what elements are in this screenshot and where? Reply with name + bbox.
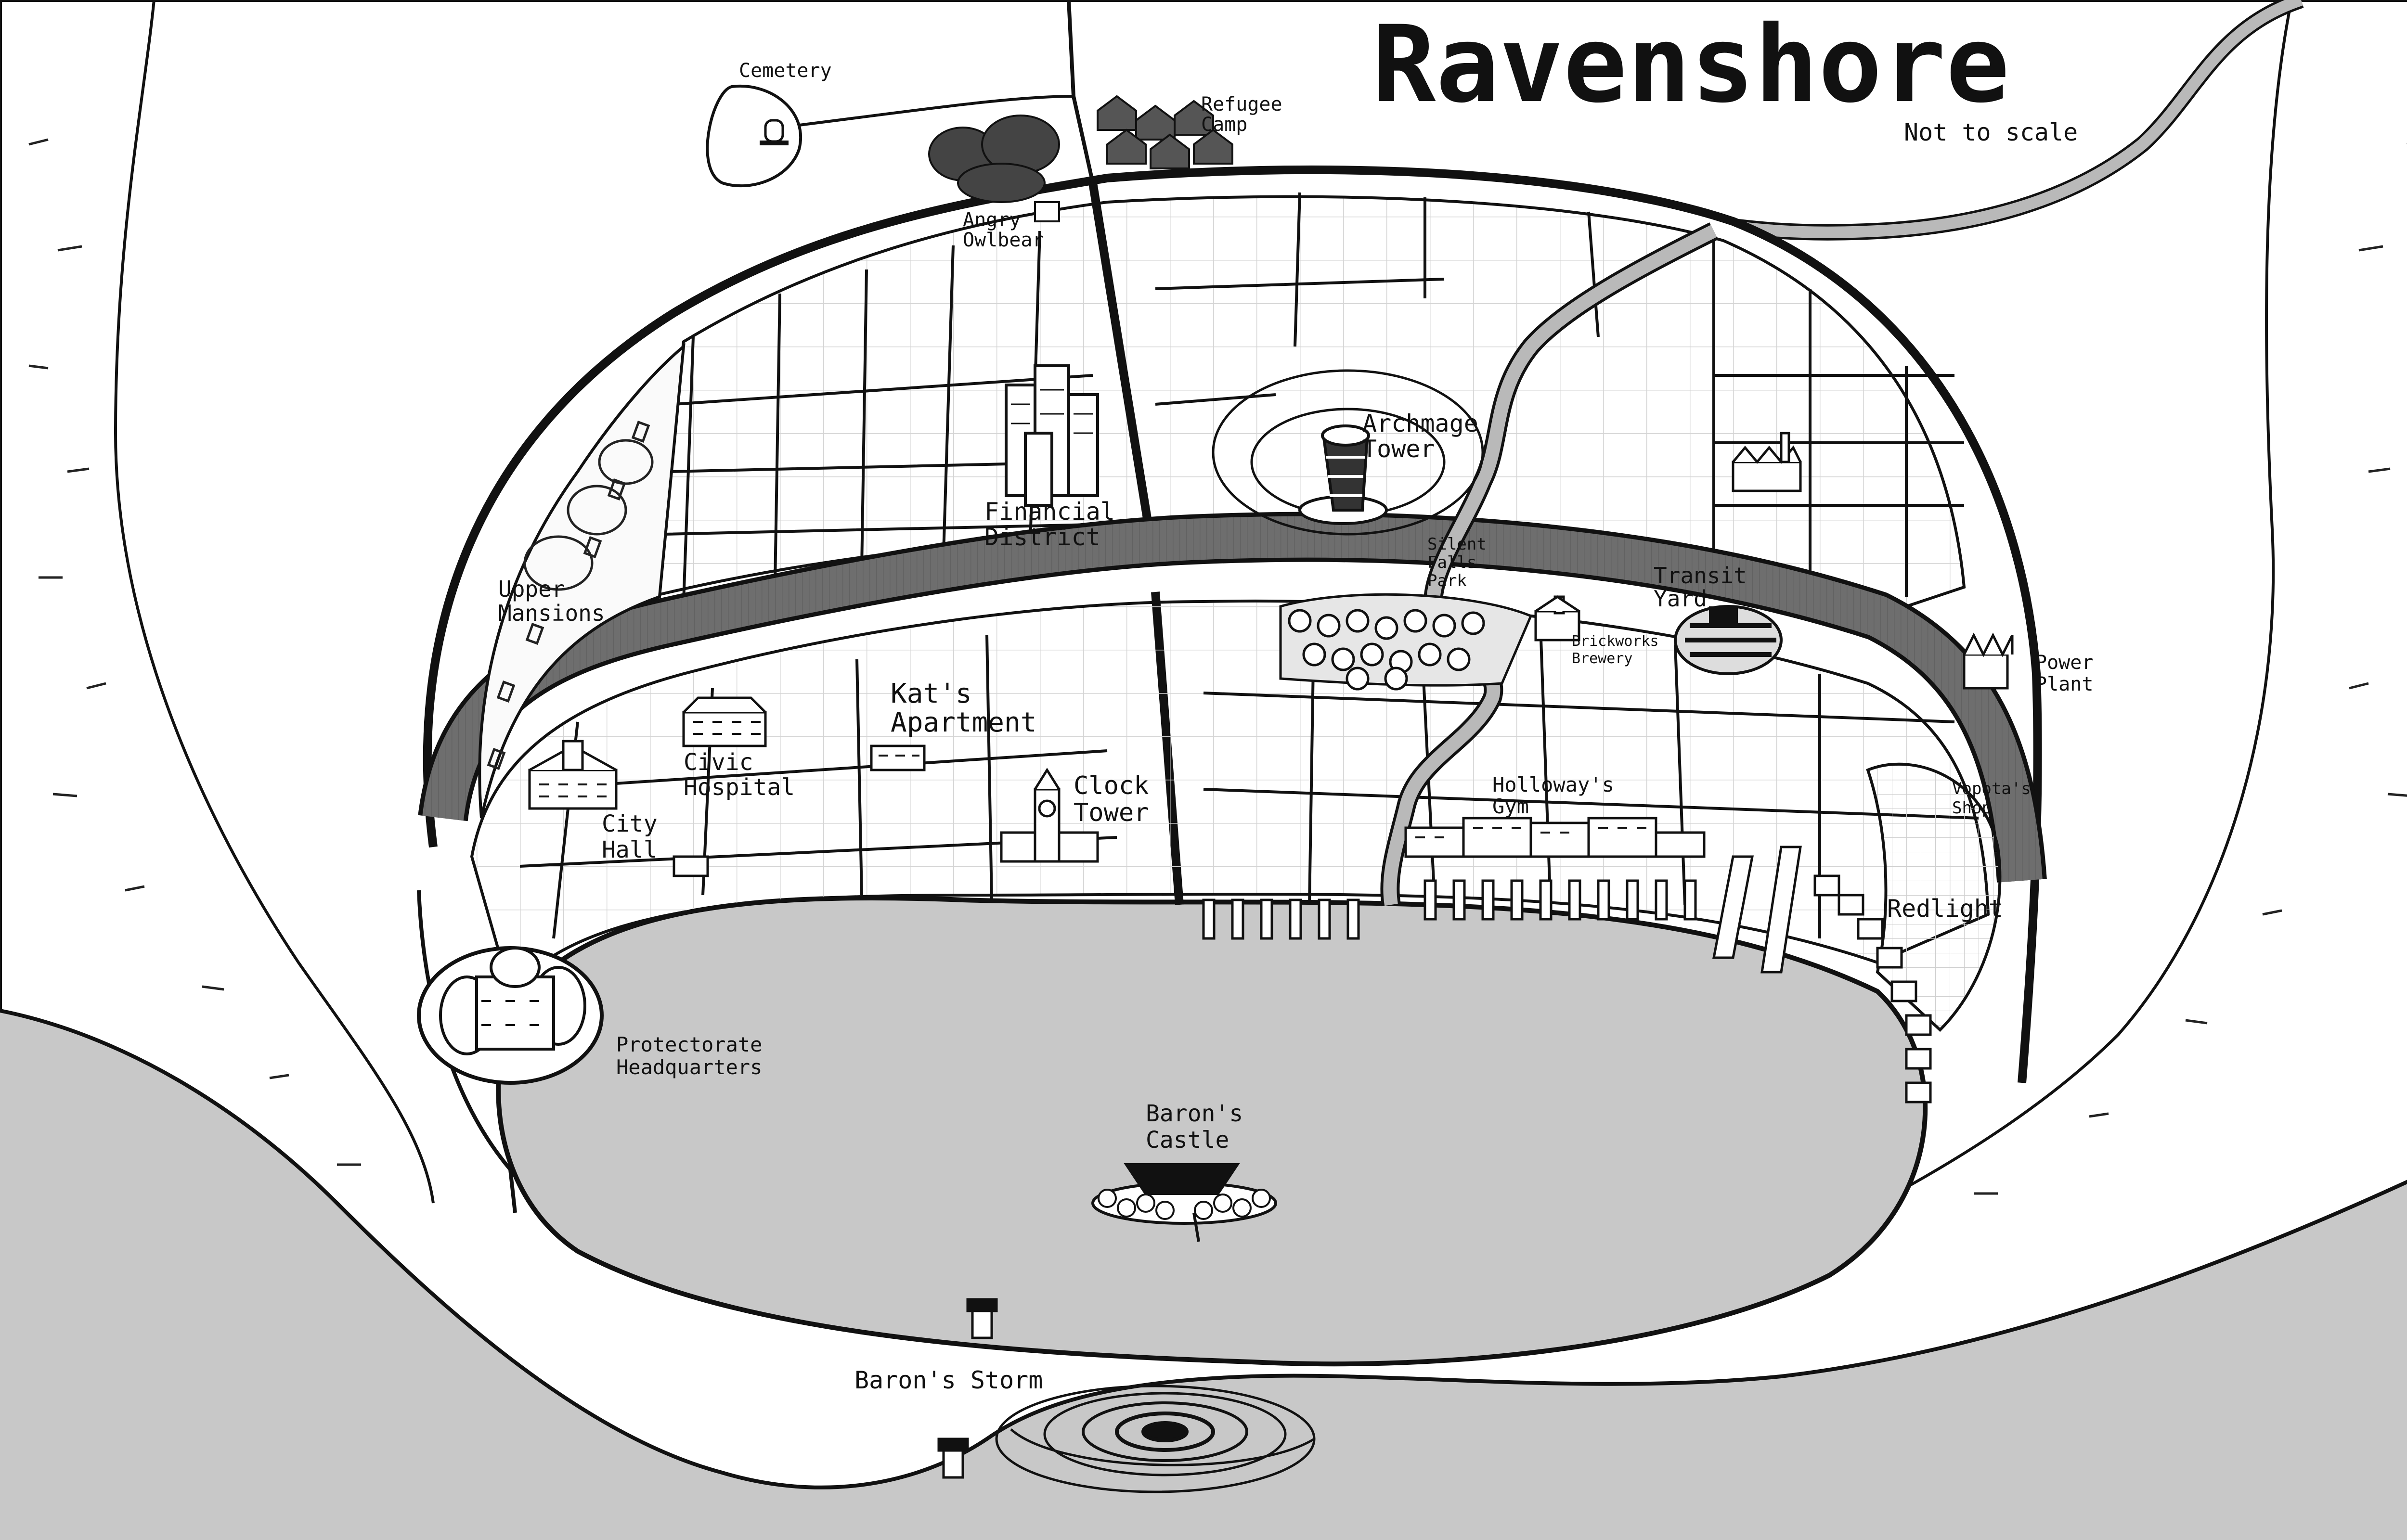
cliff-hatching bbox=[28, 138, 2407, 1195]
label-protectorate-hq: Protectorate bbox=[616, 1033, 762, 1056]
label-civic-hospital: Civic bbox=[684, 749, 753, 776]
label-transit-yard: Transit bbox=[1654, 563, 1747, 589]
map-title: Ravenshore bbox=[1372, 3, 2010, 126]
city-hall-icon[interactable] bbox=[528, 740, 618, 810]
label-brickworks-brewery: Brickworks bbox=[1572, 633, 1659, 650]
gravestone-icon bbox=[760, 119, 789, 145]
label-brickworks-brewery-2: Brewery bbox=[1572, 650, 1632, 667]
harbor-bay bbox=[496, 895, 1928, 1367]
archmage-tower-icon[interactable] bbox=[1212, 369, 1484, 536]
power-plant-icon[interactable] bbox=[1963, 632, 2014, 690]
label-angry-owlbear: Angry bbox=[963, 209, 1021, 231]
north-streets bbox=[664, 192, 1964, 602]
mansion-gardens bbox=[487, 421, 654, 770]
label-archmage-tower-2: Tower bbox=[1362, 435, 1435, 463]
label-archmage-tower: Archmage bbox=[1362, 410, 1478, 437]
label-kats-apartment-2: Apartment bbox=[891, 707, 1036, 738]
brickworks-brewery-icon[interactable] bbox=[1534, 595, 1580, 642]
label-power-plant: Power bbox=[2035, 652, 2093, 674]
label-upper-mansions: Upper bbox=[498, 576, 565, 602]
label-barons-castle-2: Castle bbox=[1146, 1127, 1229, 1154]
label-financial-district: Financial bbox=[984, 498, 1115, 526]
label-vopotas-shop: Vopota's bbox=[1952, 779, 2031, 798]
label-financial-district-2: District bbox=[984, 523, 1100, 551]
financial-district-towers-icon[interactable] bbox=[1005, 364, 1099, 507]
label-city-hall: City bbox=[602, 810, 658, 837]
label-barons-storm: Baron's Storm bbox=[854, 1366, 1043, 1394]
label-kats-apartment: Kat's bbox=[891, 678, 972, 709]
label-cemetery: Cemetery bbox=[739, 60, 832, 82]
factory-icon[interactable] bbox=[1732, 432, 1802, 492]
label-refugee-camp: Refugee bbox=[1201, 93, 1282, 116]
label-barons-castle: Baron's bbox=[1146, 1100, 1243, 1127]
label-clock-tower-2: Tower bbox=[1074, 798, 1149, 827]
label-transit-yard-2: Yard bbox=[1654, 586, 1707, 612]
label-city-hall-2: Hall bbox=[602, 836, 658, 863]
label-clock-tower: Clock bbox=[1074, 771, 1149, 800]
west-cliffs bbox=[114, 0, 435, 1204]
civic-hospital-icon[interactable] bbox=[682, 696, 767, 747]
label-protectorate-hq-2: Headquarters bbox=[616, 1055, 762, 1079]
lighthouse-icon[interactable] bbox=[966, 1298, 998, 1339]
map-subtitle: Not to scale bbox=[1904, 118, 2078, 146]
silent-falls-park[interactable] bbox=[1279, 593, 1533, 691]
clock-tower-icon[interactable] bbox=[1000, 768, 1099, 863]
harbor-piers bbox=[1202, 846, 1802, 974]
label-upper-mansions-2: Mansions bbox=[498, 600, 605, 626]
label-redlight: Redlight bbox=[1887, 895, 2003, 923]
protectorate-hq-icon[interactable] bbox=[417, 946, 604, 1085]
label-vopotas-shop-2: Shop bbox=[1952, 798, 1992, 818]
barons-castle-icon[interactable] bbox=[1091, 1163, 1277, 1242]
label-refugee-camp-2: Camp bbox=[1201, 114, 1247, 136]
redlight-district[interactable] bbox=[1813, 762, 2002, 1104]
transit-yard-icon[interactable] bbox=[1674, 605, 1783, 675]
small-building-icon bbox=[673, 855, 709, 877]
cemetery-road bbox=[799, 95, 1074, 127]
label-silent-falls-park: Silent bbox=[1427, 535, 1487, 554]
label-civic-hospital-2: Hospital bbox=[684, 774, 795, 801]
label-silent-falls-park-2: Falls bbox=[1427, 553, 1476, 572]
holloways-gym-buildings[interactable] bbox=[1404, 817, 1706, 858]
north-river-water bbox=[1694, 0, 2303, 238]
kats-apartment-icon[interactable] bbox=[870, 744, 926, 771]
label-holloways-gym: Holloway's bbox=[1492, 773, 1614, 796]
east-cliffs bbox=[1876, 0, 2293, 1205]
cemetery[interactable] bbox=[706, 84, 802, 188]
label-power-plant-2: Plant bbox=[2035, 673, 2093, 695]
label-angry-owlbear-2: Owlbear bbox=[963, 229, 1044, 251]
lighthouse-south-icon[interactable] bbox=[937, 1437, 969, 1479]
label-holloways-gym-2: Gym bbox=[1492, 795, 1529, 818]
owlbear-tavern-area[interactable] bbox=[928, 115, 1060, 222]
barons-storm-whirlpool-icon[interactable] bbox=[995, 1385, 1316, 1493]
label-silent-falls-park-3: Park bbox=[1427, 571, 1467, 590]
refugee-camp[interactable] bbox=[1097, 95, 1233, 169]
